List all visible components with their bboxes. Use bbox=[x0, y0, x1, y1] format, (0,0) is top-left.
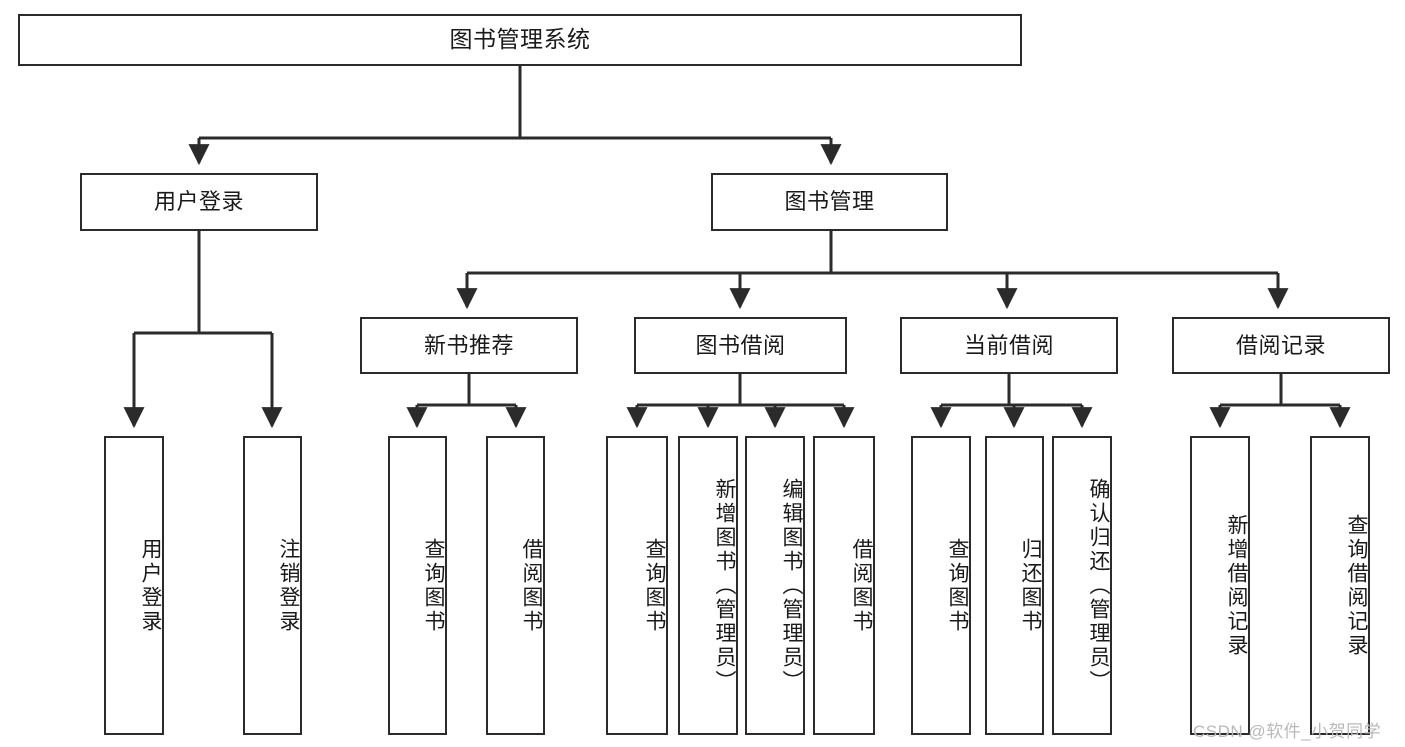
node-book-management[interactable]: 图书管理 bbox=[711, 173, 948, 231]
leaf-label: 借阅图书 bbox=[850, 537, 873, 634]
leaf-label: 用户登录 bbox=[139, 537, 162, 634]
node-leaf-query-borrow-record[interactable]: 查询借阅记录 bbox=[1310, 436, 1370, 735]
leaf-label: 新增借阅记录 bbox=[1225, 513, 1248, 658]
node-leaf-borrow-book[interactable]: 借阅图书 bbox=[813, 436, 875, 735]
node-root-system[interactable]: 图书管理系统 bbox=[18, 14, 1022, 66]
node-leaf-query-book-borrow[interactable]: 查询图书 bbox=[606, 436, 668, 735]
node-current-borrow[interactable]: 当前借阅 bbox=[900, 317, 1118, 374]
node-leaf-edit-book-admin[interactable]: 编辑图书（管理员） bbox=[745, 436, 805, 735]
node-leaf-add-borrow-record[interactable]: 新增借阅记录 bbox=[1190, 436, 1250, 735]
leaf-label: 归还图书 bbox=[1019, 537, 1042, 634]
leaf-label: 编辑图书（管理员） bbox=[780, 477, 803, 694]
node-leaf-user-login[interactable]: 用户登录 bbox=[104, 436, 164, 735]
leaf-label: 查询借阅记录 bbox=[1345, 513, 1368, 658]
leaf-label: 查询图书 bbox=[643, 537, 666, 634]
leaf-label: 注销登录 bbox=[277, 537, 300, 634]
leaf-label: 借阅图书 bbox=[520, 537, 543, 634]
node-book-borrow[interactable]: 图书借阅 bbox=[634, 317, 847, 374]
node-new-book-recommend[interactable]: 新书推荐 bbox=[360, 317, 578, 374]
leaf-label: 确认归还（管理员） bbox=[1087, 477, 1110, 694]
node-leaf-logout[interactable]: 注销登录 bbox=[243, 436, 302, 735]
node-user-login[interactable]: 用户登录 bbox=[80, 173, 318, 231]
node-leaf-query-book-current[interactable]: 查询图书 bbox=[911, 436, 971, 735]
node-leaf-return-book[interactable]: 归还图书 bbox=[985, 436, 1044, 735]
node-leaf-add-book-admin[interactable]: 新增图书（管理员） bbox=[678, 436, 738, 735]
node-leaf-confirm-return-admin[interactable]: 确认归还（管理员） bbox=[1052, 436, 1112, 735]
node-leaf-borrow-book-rec[interactable]: 借阅图书 bbox=[486, 436, 545, 735]
leaf-label: 查询图书 bbox=[946, 537, 969, 634]
csdn-watermark: CSDN @软件_小贺同学 bbox=[1193, 722, 1382, 741]
leaf-label: 新增图书（管理员） bbox=[713, 477, 736, 694]
node-borrow-record[interactable]: 借阅记录 bbox=[1172, 317, 1390, 374]
node-leaf-query-book-rec[interactable]: 查询图书 bbox=[388, 436, 447, 735]
leaf-label: 查询图书 bbox=[422, 537, 445, 634]
